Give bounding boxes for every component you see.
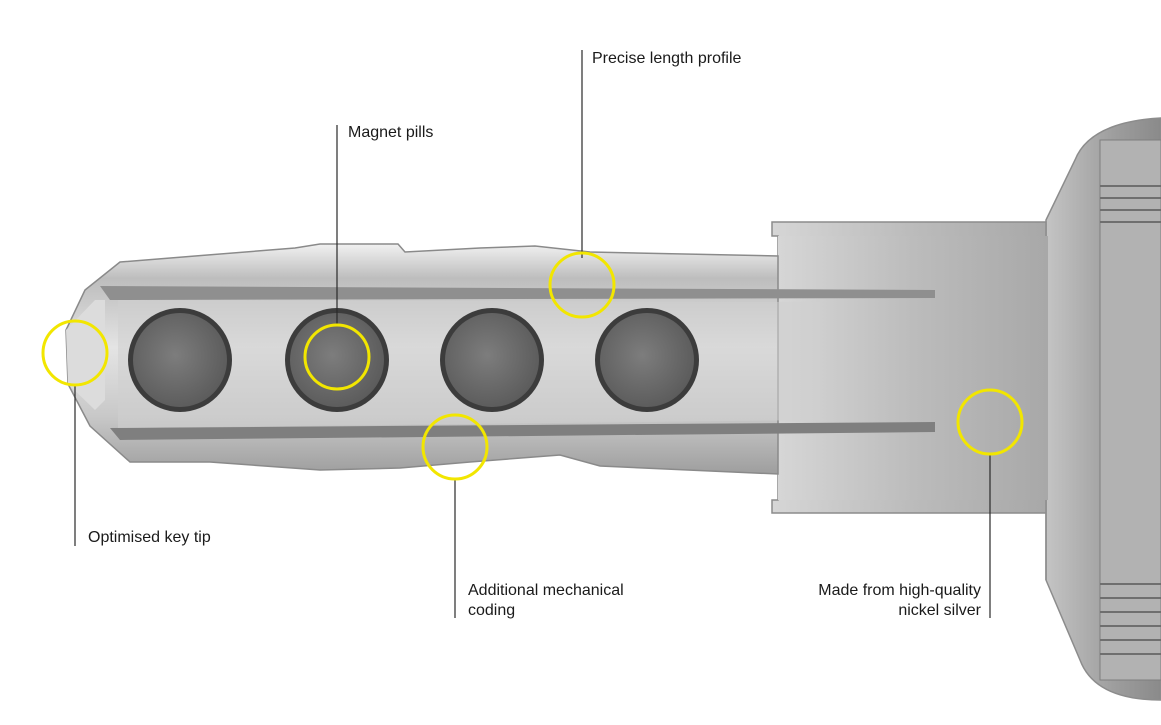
magnet-pill-icon (133, 313, 227, 407)
label-additional-mechanical-coding-line2: coding (468, 602, 516, 619)
label-magnet-pills: Magnet pills (348, 124, 434, 141)
highlight-circle-icon (303, 323, 371, 391)
label-precise-length-profile: Precise length profile (592, 50, 742, 67)
label-nickel-silver: Made from high-quality nickel silver (780, 581, 981, 621)
highlight-circle-icon (548, 251, 616, 319)
label-optimised-key-tip: Optimised key tip (88, 529, 211, 546)
leader-lines (74, 50, 991, 618)
highlight-circle-icon (41, 319, 109, 387)
magnet-pill-icon (600, 313, 694, 407)
label-nickel-silver-line1: Made from high-quality (818, 582, 981, 599)
label-nickel-silver-line2: nickel silver (898, 602, 981, 619)
magnet-pill-icon (445, 313, 539, 407)
label-additional-mechanical-coding: Additional mechanical coding (468, 581, 624, 621)
key-head-grip-lines-top (1100, 185, 1161, 223)
key-head-inner-panel (1099, 139, 1161, 681)
blade-groove-top (100, 286, 935, 300)
highlight-circle-icon (956, 388, 1024, 456)
highlight-circle-icon (421, 413, 489, 481)
blade-groove-bottom (110, 422, 935, 440)
label-additional-mechanical-coding-line1: Additional mechanical (468, 582, 624, 599)
key-body (778, 236, 1048, 500)
highlight-circles (41, 251, 1024, 481)
key-head-grip-lines-bottom (1100, 583, 1161, 655)
